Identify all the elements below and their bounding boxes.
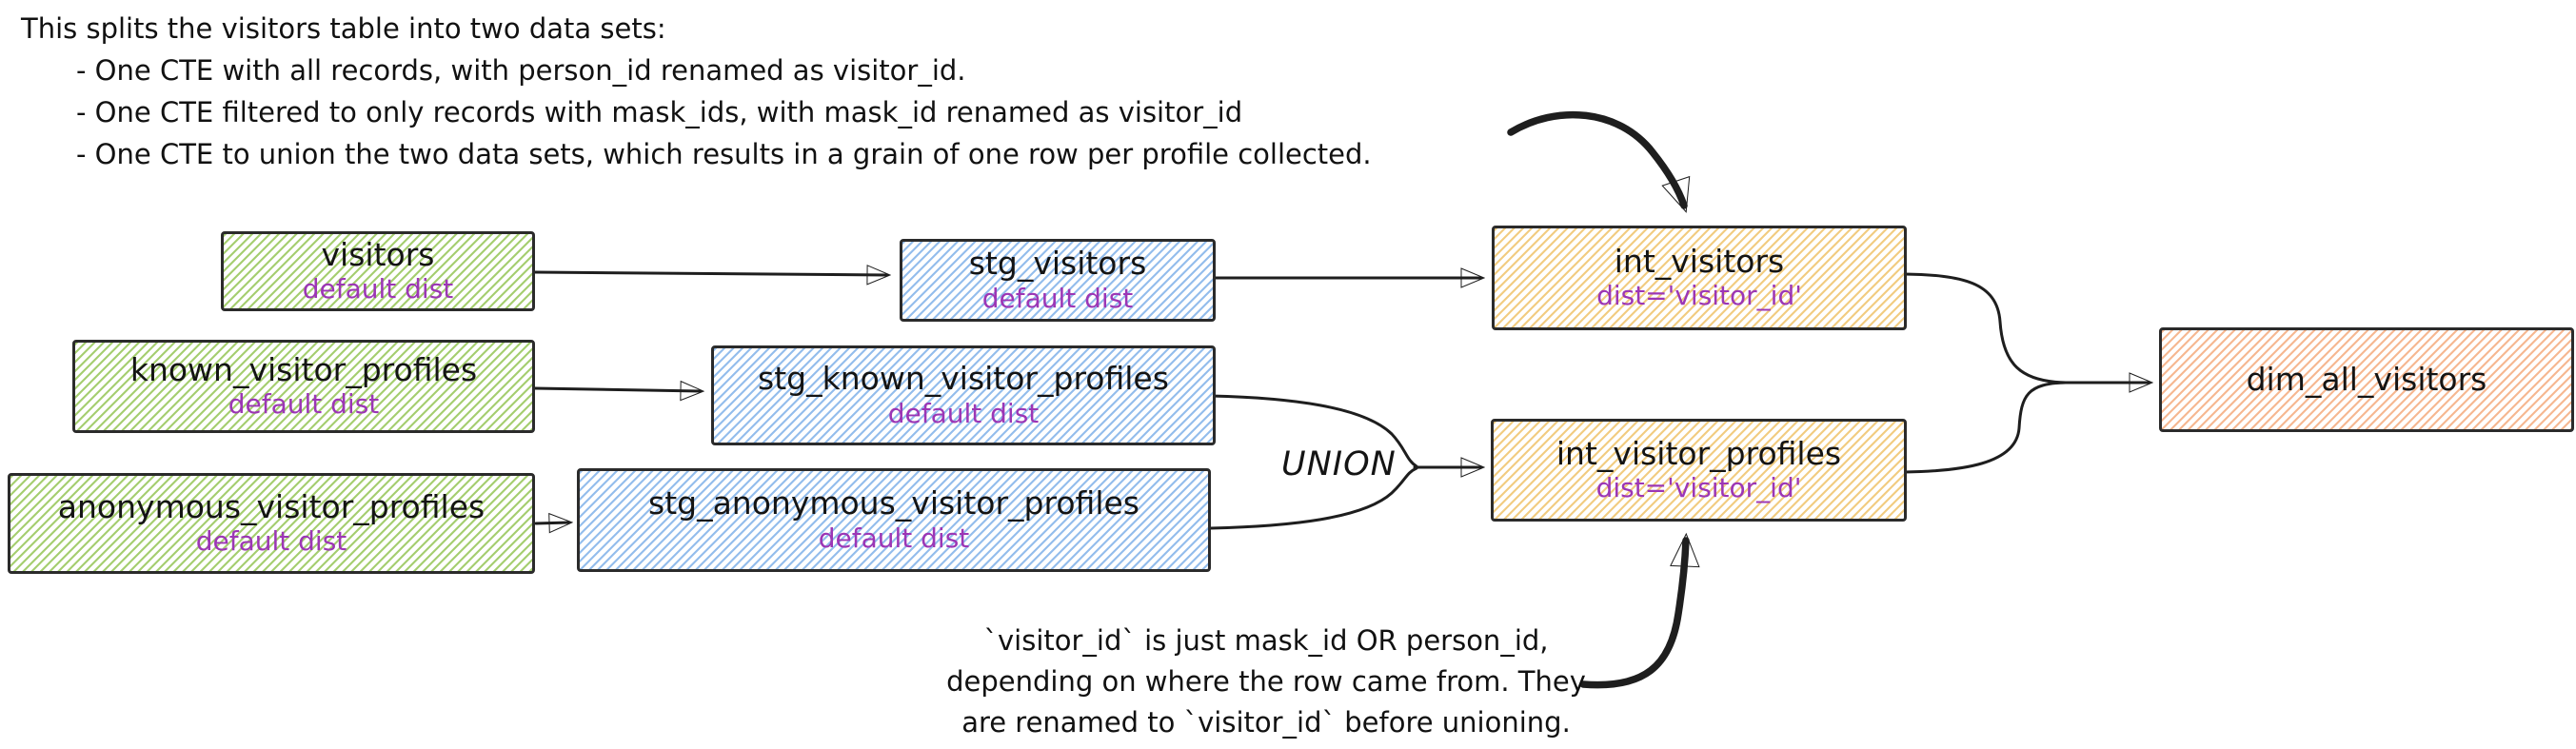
arrow-visitors-to-stg-visitors xyxy=(533,272,887,275)
node-stg-known-visitor-profiles: stg_known_visitor_profiles default dist xyxy=(711,345,1216,445)
node-stg-visitors-label: stg_visitors xyxy=(968,245,1147,283)
node-int-visitor-profiles: int_visitor_profiles dist='visitor_id' xyxy=(1491,419,1907,522)
top-note-bullet-2: - One CTE filtered to only records with … xyxy=(76,96,1243,128)
top-note-bullet-3: - One CTE to union the two data sets, wh… xyxy=(76,138,1372,170)
node-known-visitor-profiles: known_visitor_profiles default dist xyxy=(72,340,535,433)
arrow-top-note-to-int-visitors xyxy=(1507,110,1691,213)
node-visitors: visitors default dist xyxy=(221,231,535,311)
node-stg-anonymous-visitor-profiles: stg_anonymous_visitor_profiles default d… xyxy=(577,468,1211,572)
bottom-note-line-1: `visitor_id` is just mask_id OR person_i… xyxy=(983,624,1549,657)
node-stg-visitors-dist: default dist xyxy=(981,282,1134,314)
node-anonymous-visitor-profiles: anonymous_visitor_profiles default dist xyxy=(8,473,535,574)
node-int-visitors: int_visitors dist='visitor_id' xyxy=(1492,226,1907,330)
node-dim-all-visitors: dim_all_visitors xyxy=(2159,327,2574,432)
arrow-known-to-stg-known xyxy=(533,388,701,391)
arrow-bottom-note-to-int-visitor-profiles xyxy=(1579,532,1700,689)
curve-int-visitor-profiles-to-merge xyxy=(1903,381,2068,474)
node-int-visitors-dist: dist='visitor_id' xyxy=(1596,280,1802,312)
bottom-note: `visitor_id` is just mask_id OR person_i… xyxy=(914,621,1618,743)
node-visitors-label: visitors xyxy=(321,235,435,273)
top-note-bullet-1: - One CTE with all records, with person_… xyxy=(76,54,966,87)
bottom-note-line-3: are renamed to `visitor_id` before union… xyxy=(961,706,1571,739)
node-stg-anonymous-visitor-profiles-label: stg_anonymous_visitor_profiles xyxy=(648,484,1139,522)
arrow-anon-to-stg-anon xyxy=(534,522,569,523)
top-note: This splits the visitors table into two … xyxy=(21,8,1372,175)
node-int-visitor-profiles-label: int_visitor_profiles xyxy=(1556,434,1842,472)
node-int-visitors-label: int_visitors xyxy=(1614,242,1785,280)
node-stg-anonymous-visitor-profiles-dist: default dist xyxy=(818,522,970,554)
node-anonymous-visitor-profiles-dist: default dist xyxy=(195,525,347,558)
node-stg-visitors: stg_visitors default dist xyxy=(900,239,1216,322)
curve-stg-anon-to-union xyxy=(1209,466,1418,530)
curve-int-visitors-to-merge xyxy=(1903,272,2068,384)
bottom-note-line-2: depending on where the row came from. Th… xyxy=(946,665,1586,698)
curve-stg-known-to-union xyxy=(1209,394,1418,468)
node-visitors-dist: default dist xyxy=(302,273,454,306)
node-stg-known-visitor-profiles-label: stg_known_visitor_profiles xyxy=(758,360,1169,398)
top-note-intro: This splits the visitors table into two … xyxy=(21,12,666,45)
node-dim-all-visitors-label: dim_all_visitors xyxy=(2246,360,2487,398)
node-anonymous-visitor-profiles-label: anonymous_visitor_profiles xyxy=(57,487,485,525)
node-known-visitor-profiles-label: known_visitor_profiles xyxy=(129,350,478,388)
union-label: UNION xyxy=(1281,445,1397,483)
node-stg-known-visitor-profiles-dist: default dist xyxy=(887,397,1040,429)
node-int-visitor-profiles-dist: dist='visitor_id' xyxy=(1595,472,1802,504)
node-known-visitor-profiles-dist: default dist xyxy=(228,388,380,421)
